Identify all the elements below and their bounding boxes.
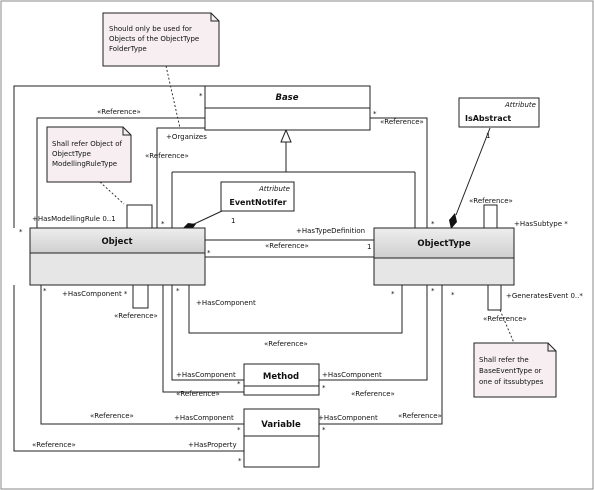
object-has-component-loop xyxy=(132,285,149,309)
star-method-left: * xyxy=(237,380,241,388)
label-type-definition-one: 1 xyxy=(367,243,371,251)
class-object-name: Object xyxy=(101,237,132,247)
has-subtype-loop xyxy=(483,204,498,228)
note-modelling-line-2: ObjectType xyxy=(52,150,91,158)
folder-note-anchor xyxy=(165,65,181,129)
label-has-property: +HasProperty xyxy=(188,441,237,449)
label-reference-method-object: «Reference» xyxy=(176,390,220,398)
inheritance-line xyxy=(171,142,416,228)
label-has-subtype: +HasSubtype * xyxy=(514,220,568,228)
label-has-type-definition: +HasTypeDefinition xyxy=(296,227,365,235)
label-reference-variable-outer: «Reference» xyxy=(32,441,76,449)
note-event-line-2: BaseEventType or xyxy=(479,367,542,375)
note-modelling-rule[interactable]: Shall refer Object of ObjectType Modelli… xyxy=(46,126,132,183)
object-method-line xyxy=(171,285,244,381)
note-folder-type[interactable]: Should only be used for Objects of the O… xyxy=(102,12,220,67)
is-abstract-diamond xyxy=(449,213,457,229)
note-folder-line-1: Should only be used for xyxy=(109,25,192,33)
label-has-component-variable-object: +HasComponent xyxy=(174,414,234,422)
modelling-note-anchor xyxy=(99,181,125,205)
label-reference-object-base: «Reference» xyxy=(97,108,141,116)
class-object-type[interactable]: ObjectType xyxy=(373,227,515,286)
object-outer-reference-line xyxy=(13,85,205,228)
class-is-abstract[interactable]: Attribute IsAbstract xyxy=(458,97,540,128)
class-variable[interactable]: Variable xyxy=(243,408,320,468)
object-objecttype-has-component-line xyxy=(188,285,403,334)
star-object-right: * xyxy=(207,249,211,257)
note-base-event-type[interactable]: Shall refer the BaseEventType or one of … xyxy=(473,342,557,398)
class-variable-name: Variable xyxy=(261,420,301,430)
label-event-notifier-one: 1 xyxy=(231,217,235,225)
label-reference-object-objecttype: «Reference» xyxy=(265,242,309,250)
label-reference-variable-objecttype: «Reference» xyxy=(398,412,442,420)
label-has-component-object-self: +HasComponent * xyxy=(62,290,128,298)
star-variable-right: * xyxy=(322,426,326,434)
star-objecttype-bottom-c: * xyxy=(451,291,455,299)
class-base-name: Base xyxy=(275,93,298,103)
label-has-component-method-object: +HasComponent xyxy=(176,371,236,379)
note-folder-line-3: FolderType xyxy=(109,45,147,53)
label-has-component-method-objecttype: +HasComponent xyxy=(322,371,382,379)
label-reference-object-objecttype-bottom: «Reference» xyxy=(264,340,308,348)
event-notifier-name: EventNotifer xyxy=(229,198,286,207)
class-method-name: Method xyxy=(263,372,299,382)
star-variable-left: * xyxy=(237,426,241,434)
is-abstract-line xyxy=(455,127,491,216)
label-has-component-variable-objecttype: +HasComponent xyxy=(318,414,378,422)
label-reference-object-self-bottom: «Reference» xyxy=(114,312,158,320)
star-object-top: * xyxy=(161,220,165,228)
base-objecttype-reference-line xyxy=(370,117,428,228)
method-objecttype-line xyxy=(319,285,428,381)
star-object-bottom: * xyxy=(176,287,180,295)
multiplicity-stars: * * * * * * * * * * * * * * * * xyxy=(19,92,455,465)
inheritance-arrow xyxy=(280,128,292,143)
star-object-bottom-left: * xyxy=(43,287,47,295)
variable-has-property-line xyxy=(13,285,244,452)
star-objecttype-bottom-a: * xyxy=(391,290,395,298)
star-base-left: * xyxy=(199,92,203,100)
class-method[interactable]: Method xyxy=(243,363,320,396)
label-reference-variable-object: «Reference» xyxy=(90,412,134,420)
label-reference-subtype: «Reference» xyxy=(469,197,513,205)
star-objecttype-top: * xyxy=(431,220,435,228)
organizes-line xyxy=(156,127,205,228)
label-is-abstract-one: 1 xyxy=(486,132,490,140)
label-organizes: +Organizes xyxy=(166,133,207,141)
label-has-modelling-rule: +HasModellingRule 0..1 xyxy=(32,215,116,223)
note-modelling-line-1: Shall refer Object of xyxy=(52,140,122,148)
object-variable-reference-line xyxy=(40,285,244,425)
star-variable-bottom: * xyxy=(238,457,242,465)
note-event-line-3: one of itssubtypes xyxy=(479,378,544,386)
note-folder-line-2: Objects of the ObjectType xyxy=(109,35,199,43)
class-event-notifier[interactable]: Attribute EventNotifer xyxy=(220,181,295,212)
event-note-anchor xyxy=(499,309,515,344)
label-generates-event: +GeneratesEvent 0..* xyxy=(506,292,583,300)
label-reference-method-objecttype: «Reference» xyxy=(351,390,395,398)
is-abstract-name: IsAbstract xyxy=(465,114,511,123)
object-base-reference-line xyxy=(36,117,205,228)
note-modelling-line-3: ModellingRuleType xyxy=(52,160,117,168)
label-reference-object-self: «Reference» xyxy=(145,152,189,160)
object-method-reference-line xyxy=(162,285,244,393)
star-object-top-left: * xyxy=(19,228,23,236)
is-abstract-stereotype: Attribute xyxy=(504,101,536,109)
star-base-right: * xyxy=(373,110,377,118)
star-objecttype-bottom-b: * xyxy=(431,287,435,295)
class-object-type-name: ObjectType xyxy=(417,239,471,249)
star-method-right: * xyxy=(322,384,326,392)
label-reference-base-objecttype: «Reference» xyxy=(380,118,424,126)
event-notifier-line xyxy=(191,210,223,226)
label-reference-generates-event: «Reference» xyxy=(483,315,527,323)
variable-objecttype-reference-line xyxy=(319,285,443,425)
class-object[interactable]: Object xyxy=(29,227,206,286)
label-has-component-object-objecttype: +HasComponent xyxy=(196,299,256,307)
note-event-line-1: Shall refer the xyxy=(479,356,529,364)
class-base[interactable]: Base xyxy=(204,85,371,131)
generates-event-loop xyxy=(487,285,502,311)
event-notifier-stereotype: Attribute xyxy=(258,185,290,193)
has-modelling-rule-loop xyxy=(126,204,153,228)
